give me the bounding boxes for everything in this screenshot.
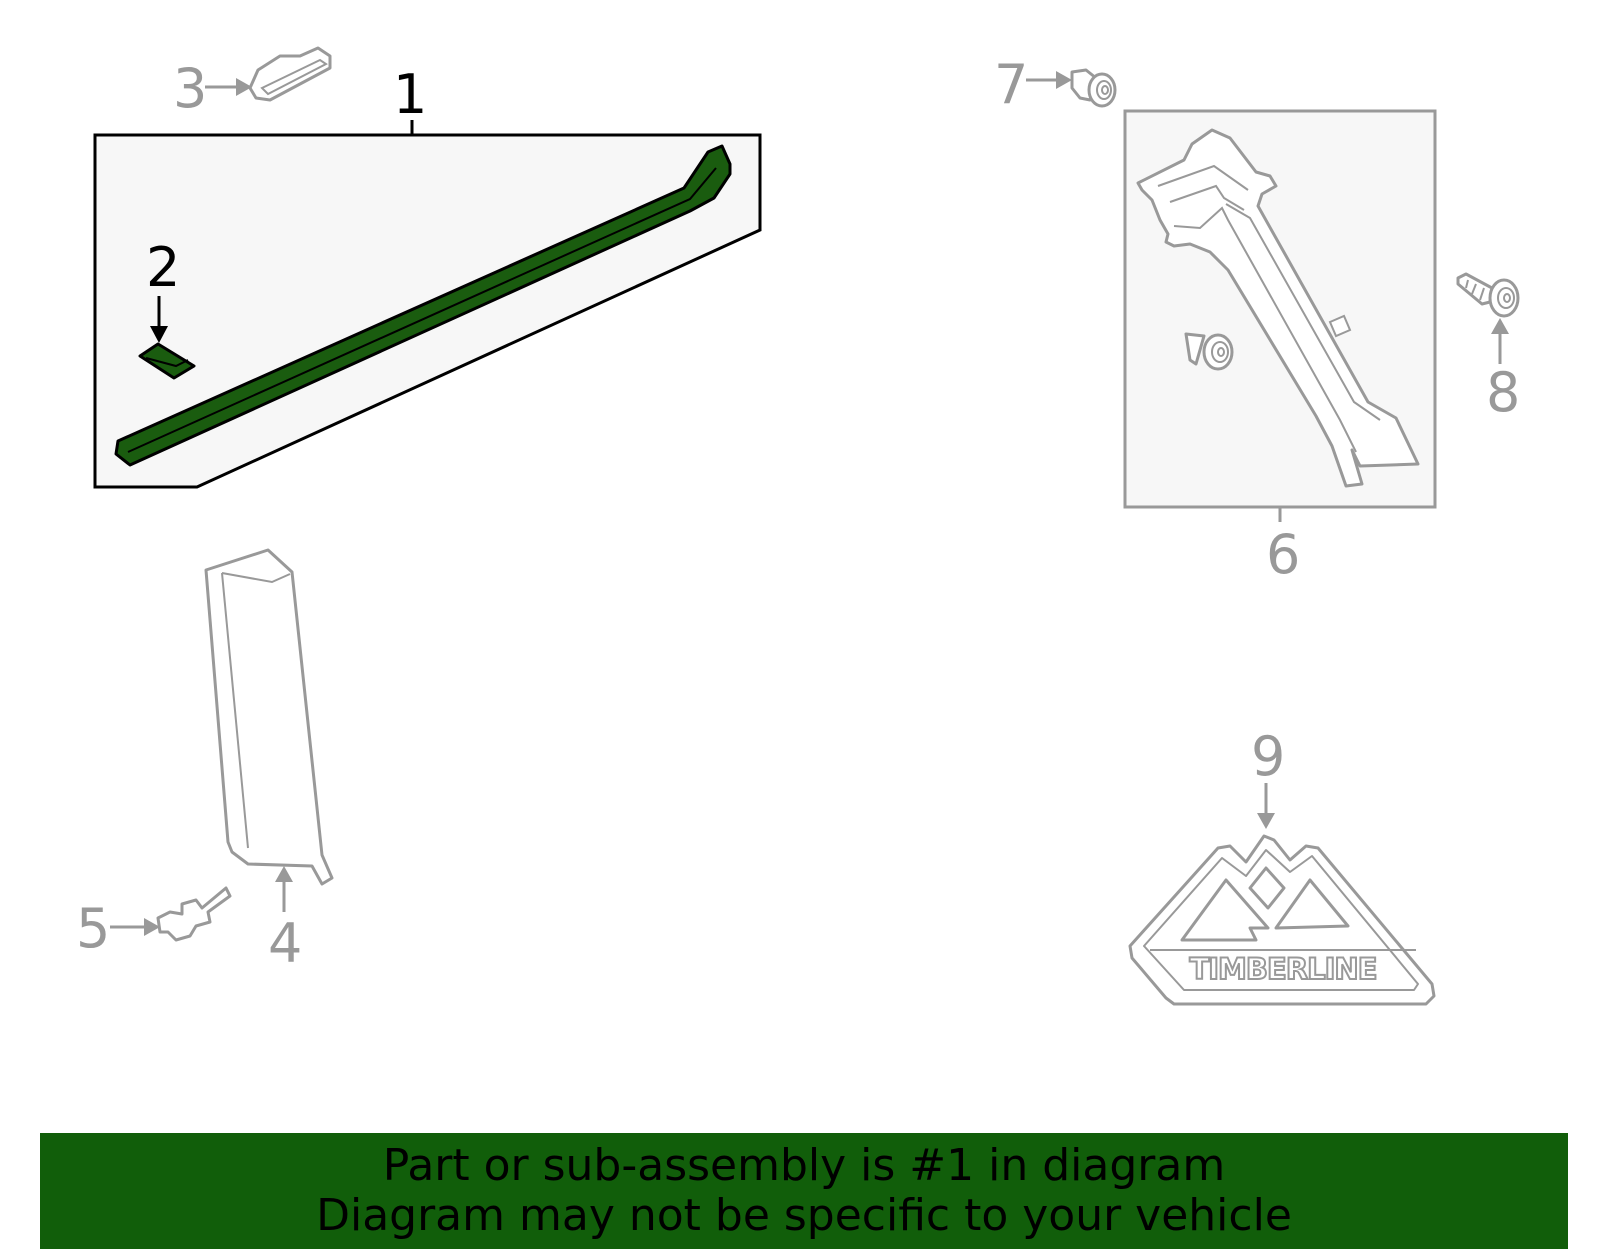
banner-line-1: Part or sub-assembly is #1 in diagram (382, 1140, 1226, 1191)
callout-4: 4 (268, 912, 302, 975)
moulding-clip-edge (145, 357, 189, 368)
callout-2-arrowhead (150, 326, 168, 343)
emblem-text: TIMBERLINE (1189, 952, 1376, 986)
timberline-emblem: TIMBERLINE (1128, 834, 1436, 1006)
callout-2: 2 (146, 236, 180, 299)
moulding-clip[interactable] (138, 342, 196, 380)
callout-1: 1 (393, 63, 427, 126)
part-4-trim-inner (221, 572, 249, 849)
part-7-retainer-icon (1070, 68, 1117, 108)
callout-3-arrowhead (236, 78, 252, 96)
part-8-group[interactable]: 8 (1456, 272, 1520, 424)
part-4-group[interactable]: 4 (204, 548, 334, 975)
part-6-trim-ridge-4 (1225, 203, 1381, 421)
part-6-group[interactable]: 6 (1123, 109, 1437, 586)
part-6-trim-ridge-3 (1173, 206, 1357, 453)
callout-7-arrowhead (1056, 71, 1072, 89)
part-3-group[interactable]: 3 (173, 46, 332, 120)
callout-9-arrowhead (1257, 813, 1275, 829)
callout-6: 6 (1266, 523, 1300, 586)
callout-8-arrowhead (1491, 318, 1509, 334)
callout-3: 3 (173, 57, 207, 120)
banner-line-2: Diagram may not be specific to your vehi… (316, 1190, 1292, 1241)
moulding-inner-line (127, 167, 717, 453)
part-4-trim-edge (221, 572, 291, 584)
part-5-push-pin-icon (156, 886, 232, 942)
part-4-pillar-trim (204, 548, 334, 886)
part-3-clip-slot (260, 58, 328, 96)
part-5-group[interactable]: 5 (76, 886, 232, 960)
callout-4-arrowhead (275, 866, 293, 882)
part-6-trim-ridge-2 (1169, 184, 1245, 211)
info-banner: Part or sub-assembly is #1 in diagram Di… (40, 1133, 1568, 1249)
part-7-group[interactable]: 7 (994, 53, 1117, 116)
callout-5-arrowhead (144, 918, 160, 936)
part-1-group[interactable]: 1 2 (93, 63, 762, 489)
callout-9: 9 (1251, 725, 1285, 788)
callout-5: 5 (76, 897, 110, 960)
part-9-group[interactable]: 9 TIMBERLINE (1128, 725, 1436, 1006)
part-6-trim-tab (1328, 314, 1352, 338)
callout-7: 7 (994, 53, 1028, 116)
body-side-moulding[interactable] (114, 144, 732, 467)
callout-8: 8 (1486, 361, 1520, 424)
part-6-retainer-icon (1184, 332, 1234, 371)
part-8-screw-icon (1456, 272, 1520, 318)
part-6-trim-ridge-1 (1157, 164, 1249, 191)
banner-background (40, 1133, 1568, 1249)
